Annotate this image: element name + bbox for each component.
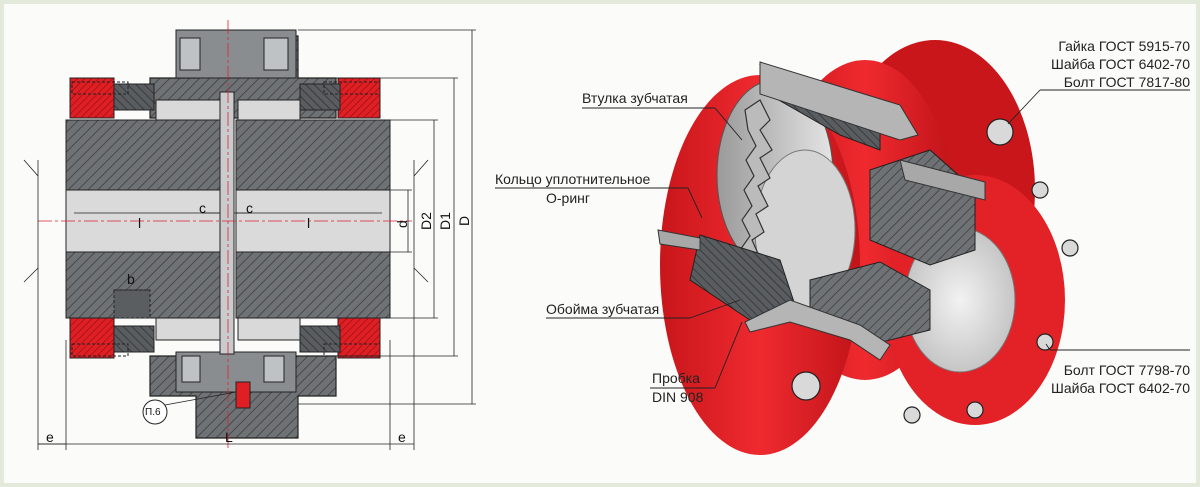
left-seal-bar (657, 229, 701, 251)
right-lower-seal (337, 317, 381, 359)
left-upper-small-bolt (71, 81, 129, 95)
left-lower-small-bolt (71, 343, 129, 357)
plug-section (235, 381, 251, 409)
bottom-seal-bar (744, 299, 891, 361)
bolt-head-bottom (791, 371, 821, 401)
right-hub-upper (235, 119, 391, 191)
left-lower-seal (69, 317, 115, 359)
dim-b: b (127, 271, 135, 287)
label-washer-bottom: Шайба ГОСТ 6402-70 (1051, 380, 1190, 396)
dim-e-left: e (46, 429, 54, 445)
label-plug: Пробка (652, 370, 700, 386)
label-bolt-bottom: Болт ГОСТ 7798-70 (1063, 362, 1190, 378)
bolt-small-4 (966, 401, 984, 419)
note-p6: П.6 (145, 407, 161, 418)
cross-section-drawing (23, 20, 476, 450)
dim-e-right: e (398, 429, 406, 445)
right-upper-seal (337, 77, 381, 119)
label-gear-sleeve: Втулка зубчатая (582, 90, 688, 106)
bolts (791, 118, 1079, 424)
bolt-head-top (986, 118, 1014, 146)
dim-l-left: l (138, 215, 142, 231)
note-leader (164, 391, 237, 406)
right-lower-sleeve (237, 317, 301, 341)
label-gear-housing: Обойма зубчатая (546, 301, 660, 317)
top-seal-bar (759, 61, 919, 141)
left-upper-ring (113, 83, 155, 111)
cutaway-3d-view (495, 40, 1190, 455)
lower-nut-right (263, 355, 285, 383)
label-plug-din: DIN 908 (652, 389, 704, 405)
label-nut: Гайка ГОСТ 5915-70 (1058, 38, 1190, 54)
dimension-lines (23, 29, 476, 450)
bolt-small-3 (1036, 333, 1054, 351)
note-circle (142, 399, 168, 425)
gear-teeth (739, 99, 773, 263)
left-hub-upper (65, 119, 229, 191)
right-lower-ring (299, 325, 341, 353)
right-upper-ring (299, 83, 341, 111)
dim-D1: D1 (437, 212, 453, 230)
left-lower-sleeve (155, 317, 227, 341)
dim-D: D (456, 215, 472, 226)
keyway (113, 289, 151, 319)
dim-d: d (394, 220, 410, 228)
right-upper-small-bolt (323, 81, 381, 95)
upper-nut-right (263, 37, 289, 71)
left-lower-ring (113, 325, 155, 353)
dim-c-left: c (199, 200, 206, 216)
dim-c-right: c (246, 200, 253, 216)
bolt-small-5 (903, 406, 921, 424)
bolt-small-1 (1031, 181, 1049, 199)
label-seal-ring: Кольцо уплотнительное (495, 171, 651, 187)
label-bolt-top: Болт ГОСТ 7817-80 (1063, 74, 1190, 90)
dim-L: L (225, 429, 233, 445)
left-upper-sleeve (155, 99, 227, 121)
right-upper-sleeve (237, 99, 301, 121)
dim-D2: D2 (418, 212, 434, 230)
bolt-small-2 (1061, 239, 1079, 257)
right-seal-bar (899, 159, 986, 201)
leader-lines (495, 89, 1190, 389)
left-upper-seal (69, 77, 115, 119)
dim-l-right: l (307, 215, 311, 231)
lower-nut-left (181, 355, 201, 383)
center-divider (219, 91, 235, 355)
right-hub-lower (235, 251, 391, 319)
label-o-ring: О-ринг (546, 190, 590, 206)
label-washer-top: Шайба ГОСТ 6402-70 (1051, 56, 1190, 72)
upper-nut-left (179, 37, 201, 71)
